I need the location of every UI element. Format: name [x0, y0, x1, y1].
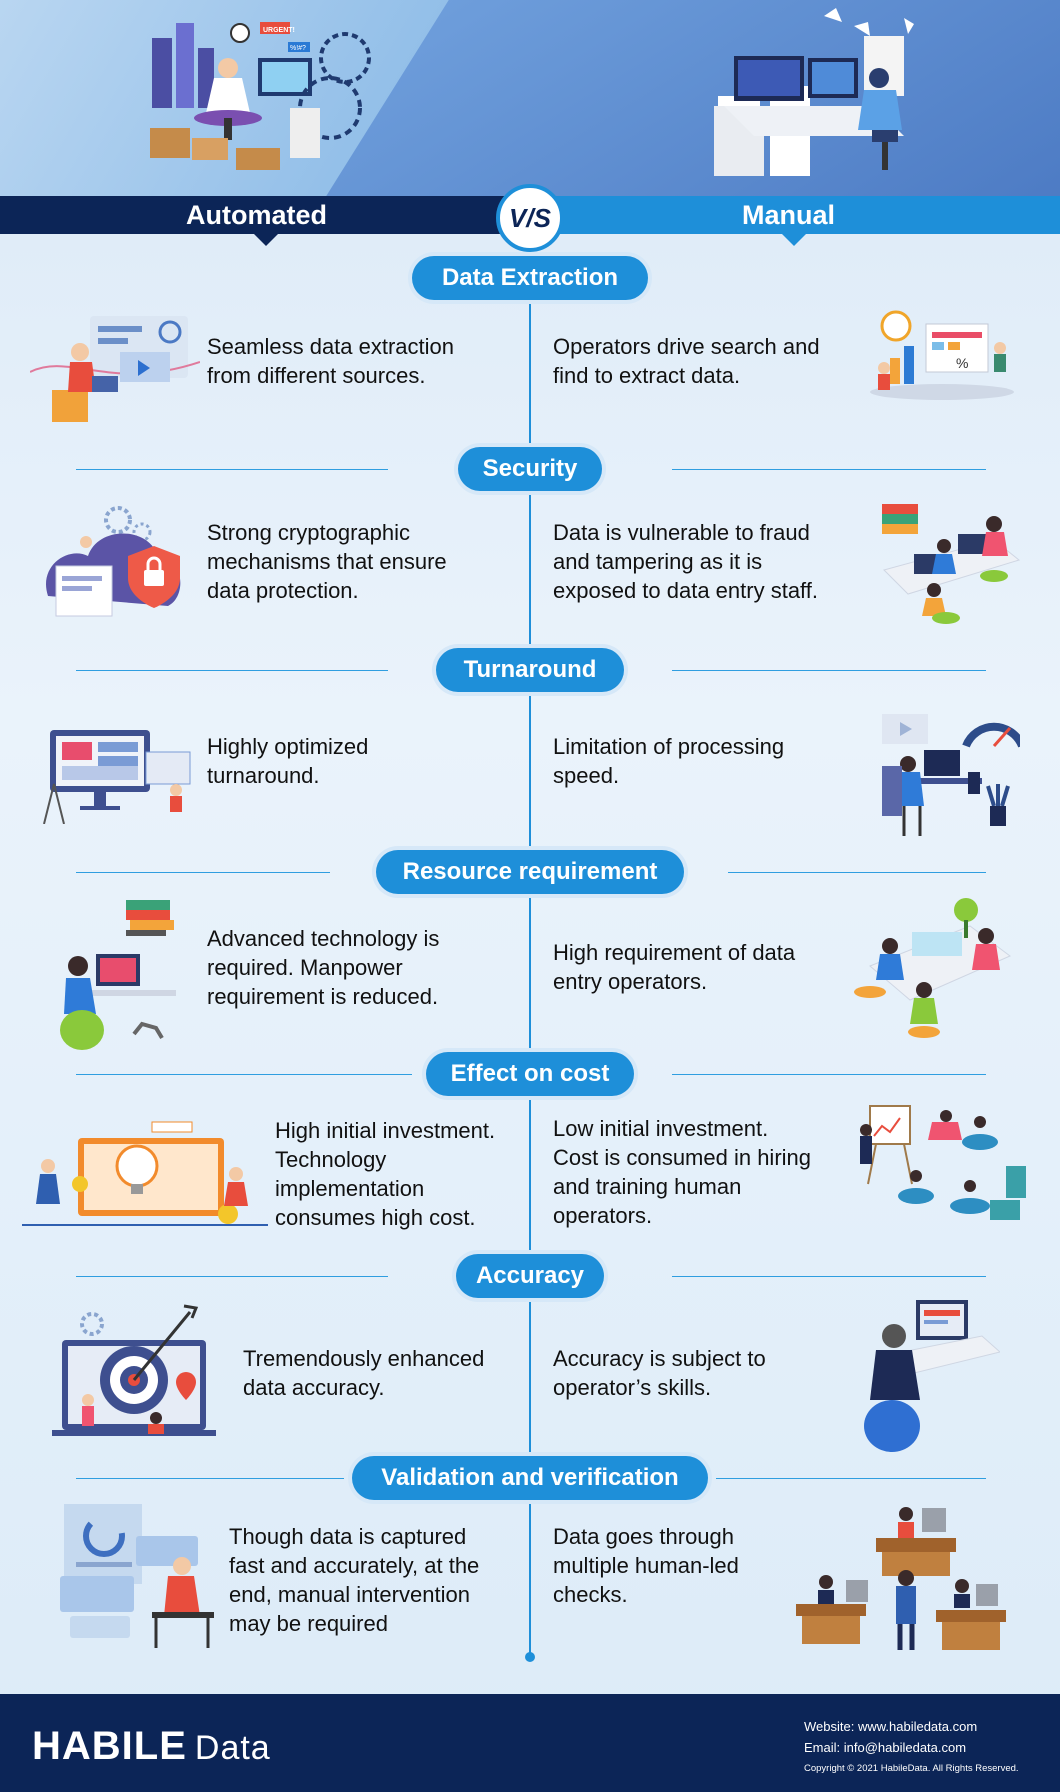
section-title-resource-requirement: Resource requirement: [376, 850, 684, 894]
data-extraction-automated-text: Seamless data extraction from different …: [207, 334, 455, 388]
accuracy-automated-text: Tremendously enhanced data accuracy.: [243, 1346, 485, 1400]
section-title-turnaround: Turnaround: [436, 648, 624, 692]
divider-left-1: [76, 469, 388, 470]
contact-info: Website: www.habiledata.com Email: info@…: [804, 1716, 1019, 1779]
cost-manual-text: Low initial investment. Cost is consumed…: [553, 1116, 812, 1228]
divider-left-3: [76, 872, 330, 873]
timeline-end-dot: [525, 1652, 535, 1662]
hero-banner: URGENT! %!#?: [0, 0, 1060, 196]
divider-left-4: [76, 1074, 412, 1075]
divider-left-2: [76, 670, 388, 671]
data-extraction-manual-illustration: %: [870, 310, 1014, 400]
validation-automated-illustration: [60, 1504, 214, 1648]
section-title-accuracy: Accuracy: [456, 1254, 604, 1298]
divider-right-1: [672, 469, 986, 470]
logo-main: HABILE: [32, 1724, 187, 1768]
manual-pointer: [782, 234, 806, 246]
resource-manual-text: High requirement of data entry operators…: [553, 940, 796, 994]
security-manual-text: Data is vulnerable to fraud and tamperin…: [553, 520, 818, 603]
turnaround-automated-text: Highly optimized turnaround.: [207, 734, 369, 788]
divider-right-6: [716, 1478, 986, 1479]
security-manual-illustration: [882, 504, 1021, 624]
cost-manual-illustration: [860, 1105, 1026, 1220]
center-timeline: [529, 262, 531, 1658]
accuracy-manual-text: Accuracy is subject to operator’s skills…: [553, 1346, 766, 1400]
accuracy-manual-illustration: [864, 1300, 1000, 1452]
automated-label: Automated: [186, 200, 327, 230]
validation-manual-text: Data goes through multiple human-led che…: [553, 1524, 739, 1607]
copyright-text: Copyright © 2021 HabileData. All Rights …: [804, 1763, 1019, 1774]
divider-right-2: [672, 670, 986, 671]
validation-automated-text: Though data is captured fast and accurat…: [229, 1524, 480, 1636]
data-extraction-automated-illustration: [30, 316, 200, 422]
accuracy-automated-illustration: [52, 1304, 216, 1436]
website-link[interactable]: Website: www.habiledata.com: [804, 1719, 978, 1734]
vs-badge: V/S: [496, 184, 564, 252]
automated-pointer: [254, 234, 278, 246]
email-link[interactable]: Email: info@habiledata.com: [804, 1740, 967, 1755]
resource-manual-illustration: [854, 898, 1011, 1038]
manual-hero-illustration: [714, 8, 914, 176]
vs-bar-right: [530, 196, 1060, 234]
validation-manual-illustration: [796, 1507, 1006, 1650]
divider-left-5: [76, 1276, 388, 1277]
security-automated-text: Strong cryptographic mechanisms that ens…: [207, 520, 447, 603]
svg-text:%: %: [956, 355, 968, 371]
vs-bar: Automated Manual: [0, 196, 1060, 246]
security-automated-illustration: [46, 506, 181, 617]
turnaround-manual-illustration: [882, 714, 1020, 836]
automated-hero-illustration: URGENT! %!#?: [150, 22, 371, 170]
cost-automated-text: High initial investment. Technology impl…: [275, 1118, 496, 1230]
divider-left-6: [76, 1478, 344, 1479]
resource-automated-text: Advanced technology is required. Manpowe…: [207, 926, 440, 1009]
logo-sub: Data: [194, 1729, 271, 1767]
urgent-tag: URGENT!: [263, 27, 295, 34]
divider-right-5: [672, 1276, 986, 1277]
section-title-security: Security: [458, 447, 602, 491]
section-title-validation-and-verification: Validation and verification: [352, 1456, 708, 1500]
data-extraction-manual-text: Operators drive search and find to extra…: [553, 334, 820, 388]
section-title-data-extraction: Data Extraction: [412, 256, 648, 300]
resource-automated-illustration: [60, 900, 176, 1050]
section-title-effect-on-cost: Effect on cost: [426, 1052, 634, 1096]
vs-bar-left: [0, 196, 530, 234]
turnaround-manual-text: Limitation of processing speed.: [553, 734, 785, 788]
turnaround-automated-illustration: [43, 730, 191, 824]
symbols-tag: %!#?: [290, 45, 306, 52]
manual-label: Manual: [742, 200, 836, 230]
divider-right-4: [672, 1074, 986, 1075]
divider-right-3: [728, 872, 986, 873]
cost-automated-illustration: [22, 1121, 268, 1226]
